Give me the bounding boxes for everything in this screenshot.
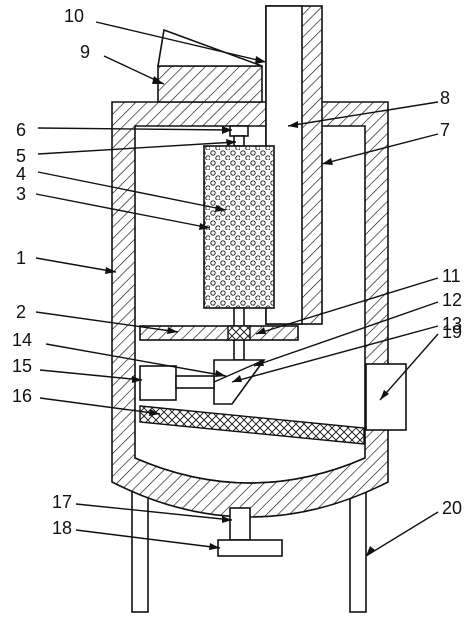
arrowheads xyxy=(105,56,389,556)
label-2: 2 xyxy=(16,302,26,322)
coupling xyxy=(233,135,245,147)
label-1: 1 xyxy=(16,248,26,268)
label-16: 16 xyxy=(12,386,32,406)
label-17: 17 xyxy=(52,492,72,512)
left-leg xyxy=(131,477,149,613)
blower xyxy=(139,365,177,401)
label-4: 4 xyxy=(16,164,26,184)
label-9: 9 xyxy=(80,42,90,62)
label-15: 15 xyxy=(12,356,32,376)
screen-mesh xyxy=(139,405,365,445)
inner-bottom xyxy=(134,457,366,484)
filter-drum xyxy=(203,145,275,309)
label-7: 7 xyxy=(440,120,450,140)
cone-edge xyxy=(213,359,265,383)
label-5: 5 xyxy=(16,146,26,166)
feed-hopper xyxy=(157,65,263,103)
leader-lines xyxy=(35,21,439,557)
label-13: 13 xyxy=(442,314,462,334)
blower-pipe xyxy=(175,375,215,389)
label-3: 3 xyxy=(16,184,26,204)
bearing xyxy=(227,325,251,341)
outlet-pipe xyxy=(229,507,251,541)
label-12: 12 xyxy=(442,290,462,310)
label-19: 19 xyxy=(442,322,462,342)
side-outlet xyxy=(365,363,407,431)
label-6: 6 xyxy=(16,120,26,140)
label-18: 18 xyxy=(52,518,72,538)
motor xyxy=(229,125,249,137)
partition-plate xyxy=(139,325,299,341)
hopper-cover xyxy=(157,28,263,67)
label-20: 20 xyxy=(442,498,462,518)
label-8: 8 xyxy=(440,88,450,108)
outlet-valve xyxy=(217,539,283,557)
label-11: 11 xyxy=(442,266,461,286)
label-14: 14 xyxy=(12,330,32,350)
label-10: 10 xyxy=(64,6,84,26)
